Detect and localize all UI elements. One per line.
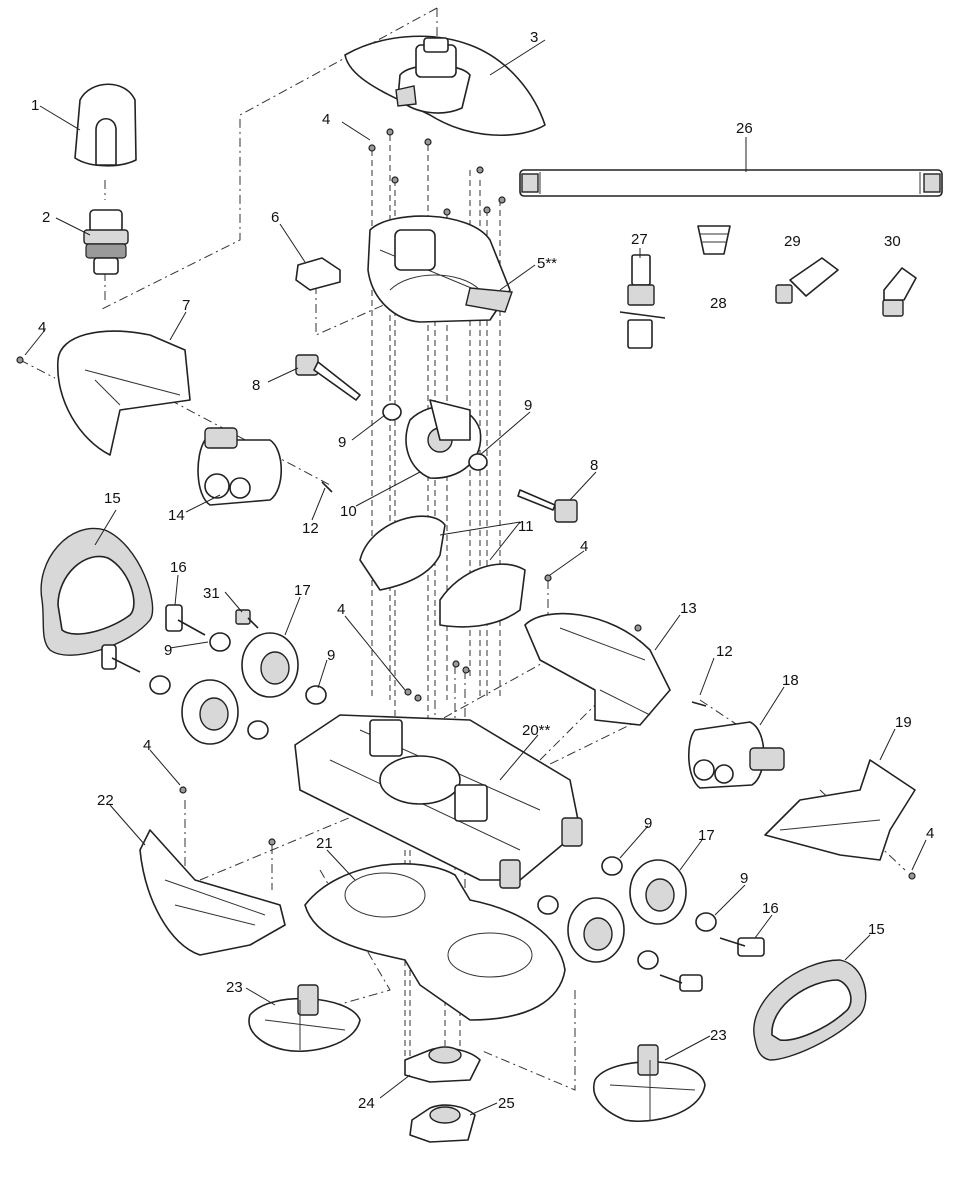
track-part-15-left	[40, 527, 154, 656]
callout-29: 29	[784, 233, 801, 250]
side-cover-part-7	[57, 330, 191, 456]
top-cover-part-3	[344, 35, 546, 137]
fitting-part-27	[619, 254, 666, 349]
fitting-part-30	[882, 267, 917, 317]
callout-12: 12	[716, 643, 733, 660]
callout-15: 15	[868, 921, 885, 938]
callout-4: 4	[337, 601, 345, 618]
callout-17: 17	[698, 827, 715, 844]
gear-plate-part-10	[405, 399, 482, 479]
callout-10: 10	[340, 503, 357, 520]
screws-part-12	[321, 481, 707, 707]
callout-1: 1	[31, 97, 39, 114]
clip-part-6	[295, 257, 341, 291]
fitting-part-29	[775, 257, 839, 304]
callout-31: 31	[203, 585, 220, 602]
skirt-part-23-right	[593, 1044, 706, 1123]
fitting-part-28	[697, 225, 731, 255]
callout-25: 25	[498, 1095, 515, 1112]
swivel-part-1	[74, 83, 137, 167]
callout-18: 18	[782, 672, 799, 689]
callout-17: 17	[294, 582, 311, 599]
callout-5: 5**	[537, 255, 557, 272]
callout-4: 4	[322, 111, 330, 128]
chassis-part-20	[294, 714, 583, 889]
callout-20: 20**	[522, 722, 551, 739]
callout-4: 4	[38, 319, 46, 336]
callout-22: 22	[97, 792, 114, 809]
callout-11: 11	[518, 518, 534, 535]
axle-part-8-lower	[517, 489, 578, 523]
callout-3: 3	[530, 29, 538, 46]
housings-part-11	[359, 515, 526, 628]
axle-part-8-upper	[295, 354, 361, 401]
bushings-part-9	[149, 403, 717, 970]
leader-lines	[24, 39, 927, 1116]
callout-4: 4	[926, 825, 934, 842]
pin-part-31	[235, 609, 259, 629]
callout-12: 12	[302, 520, 319, 537]
callout-14: 14	[168, 507, 185, 524]
skirt-part-23-left	[248, 984, 361, 1052]
callout-19: 19	[895, 714, 912, 731]
callout-4: 4	[143, 737, 151, 754]
callout-6: 6	[271, 209, 279, 226]
callout-15: 15	[104, 490, 121, 507]
callout-4: 4	[580, 538, 588, 555]
callout-26: 26	[736, 120, 753, 137]
callout-13: 13	[680, 600, 697, 617]
screws-part-4	[16, 128, 916, 880]
callout-9: 9	[164, 642, 172, 659]
motor-part-14	[197, 427, 282, 506]
callout-labels: 1 2 3 4 26 6 5** 27 28 29 30 4 7 8 9 9 8…	[31, 29, 934, 1112]
pins-part-16	[101, 604, 765, 992]
callout-16: 16	[170, 559, 187, 576]
callout-16: 16	[762, 900, 779, 917]
callout-28: 28	[710, 295, 727, 312]
callout-9: 9	[524, 397, 532, 414]
callout-9: 9	[327, 647, 335, 664]
callout-23: 23	[710, 1027, 727, 1044]
callout-21: 21	[316, 835, 333, 852]
track-part-15-right	[753, 959, 867, 1061]
callout-7: 7	[182, 297, 190, 314]
swivel-part-2	[83, 209, 129, 275]
callout-9: 9	[644, 815, 652, 832]
front-cover-part-13	[524, 612, 671, 726]
callout-9: 9	[338, 434, 346, 451]
callout-24: 24	[358, 1095, 375, 1112]
wheels-part-17	[181, 632, 687, 963]
callout-2: 2	[42, 209, 50, 226]
clamp-part-25	[409, 1104, 476, 1143]
callout-27: 27	[631, 231, 648, 248]
clamp-part-24	[404, 1046, 481, 1083]
callout-8: 8	[590, 457, 598, 474]
front-cover-part-22	[139, 829, 286, 956]
upper-frame-part-5	[367, 215, 513, 323]
hose-bar-part-26	[519, 169, 943, 197]
bottom-plate-part-21	[304, 863, 566, 1021]
callout-30: 30	[884, 233, 901, 250]
callout-8: 8	[252, 377, 260, 394]
side-cover-part-19	[764, 759, 916, 861]
callout-9: 9	[740, 870, 748, 887]
motor-part-18	[687, 721, 785, 789]
callout-23: 23	[226, 979, 243, 996]
